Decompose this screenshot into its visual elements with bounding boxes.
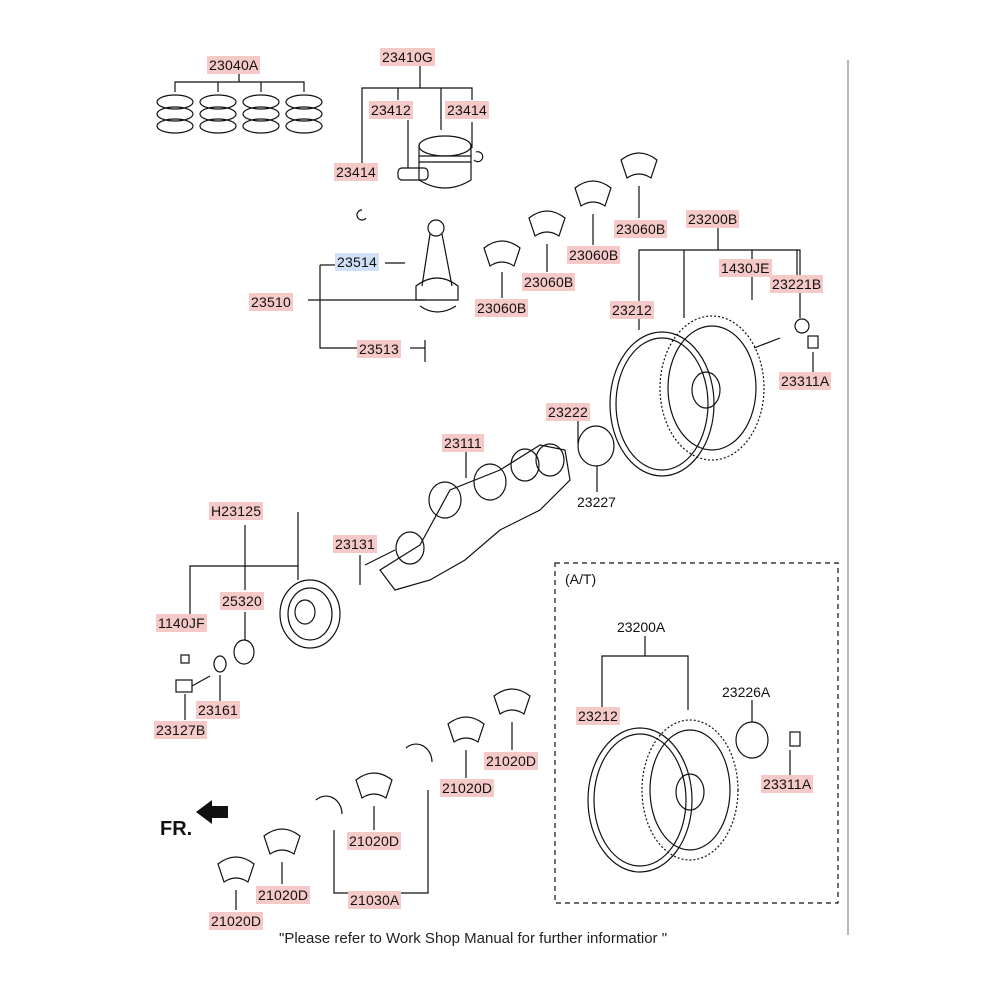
part-label-25320[interactable]: 25320 xyxy=(220,592,264,610)
part-label-23111[interactable]: 23111 xyxy=(442,434,484,452)
crankshaft-icon xyxy=(364,443,571,591)
part-label-23410G[interactable]: 23410G xyxy=(380,48,436,66)
part-label-21020D-5[interactable]: 21020D xyxy=(209,912,264,930)
connecting-rod-icon xyxy=(415,219,459,362)
part-label-23200A[interactable]: 23200A xyxy=(617,619,666,635)
part-label-23412[interactable]: 23412 xyxy=(369,101,413,119)
part-label-23060B-1[interactable]: 23060B xyxy=(475,299,529,317)
part-label-23212-at[interactable]: 23212 xyxy=(576,707,620,725)
part-label-23227[interactable]: 23227 xyxy=(577,494,616,510)
piston-icon xyxy=(356,135,484,221)
part-label-23161[interactable]: 23161 xyxy=(196,701,240,719)
part-label-23060B-3[interactable]: 23060B xyxy=(567,246,621,264)
part-label-23414-left[interactable]: 23414 xyxy=(334,163,378,181)
part-label-1430JE[interactable]: 1430JE xyxy=(719,259,772,277)
main-bearing-icon xyxy=(217,688,531,883)
part-label-21020D-2[interactable]: 21020D xyxy=(440,779,495,797)
part-label-23222[interactable]: 23222 xyxy=(546,403,590,421)
part-label-H23125[interactable]: H23125 xyxy=(209,502,264,520)
part-label-23311A-mt[interactable]: 23311A xyxy=(779,372,832,390)
flywheel-icon xyxy=(577,315,819,477)
part-label-21020D-4[interactable]: 21020D xyxy=(256,886,311,904)
piston-ring-set-icon xyxy=(156,94,323,134)
part-label-21020D-1[interactable]: 21020D xyxy=(484,752,539,770)
part-label-21030A[interactable]: 21030A xyxy=(348,891,402,909)
part-label-23131[interactable]: 23131 xyxy=(333,535,377,553)
drive-plate-icon xyxy=(587,719,801,873)
part-label-23514[interactable]: 23514 xyxy=(335,253,379,271)
front-arrow-icon xyxy=(196,800,228,824)
part-label-21020D-3[interactable]: 21020D xyxy=(347,832,402,850)
part-label-23414-right[interactable]: 23414 xyxy=(445,101,489,119)
part-label-23212-mt[interactable]: 23212 xyxy=(610,301,654,319)
footer-note: "Please refer to Work Shop Manual for fu… xyxy=(279,930,668,947)
part-label-23226A[interactable]: 23226A xyxy=(722,684,771,700)
at-section-label: (A/T) xyxy=(565,571,597,587)
front-direction-label: FR. xyxy=(160,818,193,840)
damper-pulley-icon xyxy=(175,579,341,693)
part-label-23311A-at[interactable]: 23311A xyxy=(761,775,814,793)
part-label-23221B[interactable]: 23221B xyxy=(770,275,824,293)
part-label-23200B[interactable]: 23200B xyxy=(686,210,740,228)
part-label-23060B-2[interactable]: 23060B xyxy=(522,273,576,291)
part-label-23510[interactable]: 23510 xyxy=(249,293,293,311)
part-label-23060B-4[interactable]: 23060B xyxy=(614,220,668,238)
part-label-1140JF[interactable]: 1140JF xyxy=(156,614,207,632)
part-label-23040A[interactable]: 23040A xyxy=(207,56,261,74)
bearing-icon xyxy=(483,152,658,267)
part-label-23513[interactable]: 23513 xyxy=(357,340,401,358)
part-label-23127B[interactable]: 23127B xyxy=(154,721,208,739)
